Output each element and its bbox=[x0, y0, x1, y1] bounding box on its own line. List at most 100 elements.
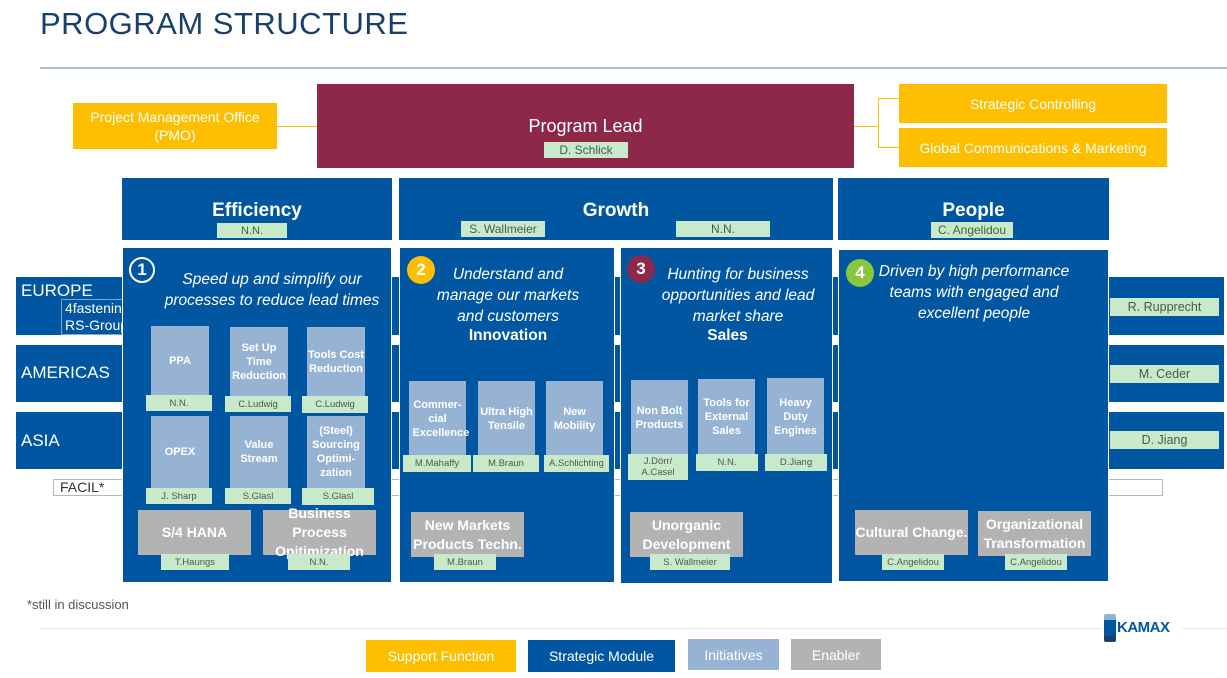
header-efficiency-owner: N.N. bbox=[217, 223, 287, 238]
module-number-badge: 4 bbox=[846, 259, 874, 287]
enabler-owner: T.Haungs bbox=[161, 554, 229, 570]
initiative-ppa: PPA bbox=[151, 326, 209, 396]
initiative-owner: M.Braun bbox=[473, 455, 539, 472]
header-people-owner: C. Angelidou bbox=[931, 222, 1013, 238]
enabler-cultural-change: Cultural Change. bbox=[855, 510, 968, 555]
connector-tick bbox=[878, 98, 900, 99]
pmo-box: Project Management Office (PMO) bbox=[73, 103, 277, 149]
region-europe-label: EUROPE bbox=[21, 281, 93, 300]
connector-tick bbox=[878, 147, 900, 148]
module-innovation: 2 Understand and manage our markets and … bbox=[399, 247, 615, 583]
title-divider bbox=[40, 67, 1227, 69]
page-title: PROGRAM STRUCTURE bbox=[40, 6, 409, 41]
enabler-owner: N.N. bbox=[288, 554, 350, 570]
enabler-unorganic-development: Unorganic Development bbox=[630, 512, 743, 557]
enabler-organizational-transformation: Organizational Transformation bbox=[978, 511, 1091, 556]
subgroup-rs-group: RS-Group bbox=[65, 317, 129, 333]
initiative-opex: OPEX bbox=[151, 416, 209, 488]
legend-label: Enabler bbox=[811, 646, 861, 663]
right-connector bbox=[854, 126, 878, 127]
header-growth-title: Growth bbox=[582, 200, 650, 221]
legend-enabler: Enabler bbox=[791, 639, 881, 670]
program-lead-box: Program Lead D. Schlick bbox=[317, 84, 854, 168]
pmo-label: Project Management Office (PMO) bbox=[90, 109, 260, 143]
right-connector-vertical bbox=[878, 98, 879, 148]
kamax-logo-icon bbox=[1104, 614, 1116, 642]
initiative-owner: C.Ludwig bbox=[302, 396, 368, 413]
strategic-controlling-label: Strategic Controlling bbox=[969, 95, 1097, 112]
enabler-label: Business Process Opitimization bbox=[275, 505, 364, 559]
initiative-heavy-duty: Heavy Duty Engines bbox=[767, 378, 824, 455]
module-mission: Hunting for business opportunities and l… bbox=[661, 266, 815, 325]
enabler-label: Organizational Transformation bbox=[983, 515, 1086, 551]
initiative-tools-external-sales: Tools for External Sales bbox=[698, 379, 755, 455]
initiative-owner: A.Schlichting bbox=[544, 455, 609, 472]
enabler-owner: C.Angelidou bbox=[1005, 554, 1067, 570]
enabler-label: S/4 HANA bbox=[161, 524, 228, 540]
initiative-commercial-excellence: Commer-cial Excellence bbox=[409, 381, 470, 456]
initiative-steel-sourcing: (Steel) Sourcing Optimi-zation bbox=[307, 416, 365, 488]
initiative-owner: N.N. bbox=[696, 454, 758, 471]
initiative-owner: M.Mahaffy bbox=[403, 455, 471, 472]
initiative-label: Ultra High Tensile bbox=[480, 405, 533, 432]
enabler-s4hana: S/4 HANA bbox=[138, 510, 251, 555]
module-number-badge: 1 bbox=[129, 257, 155, 283]
initiative-owner: D.Jiang bbox=[765, 454, 827, 471]
initiative-label: (Steel) Sourcing Optimi-zation bbox=[312, 425, 360, 479]
region-americas-label: AMERICAS bbox=[21, 363, 110, 382]
initiative-tools-cost: Tools Cost Reduction bbox=[307, 327, 365, 397]
module-mission: Speed up and simplify our processes to r… bbox=[164, 271, 380, 309]
initiative-new-mobility: New Mobility bbox=[546, 381, 603, 456]
enabler-label: New Markets Products Techn. bbox=[413, 516, 522, 552]
initiative-non-bolt: Non Bolt Products bbox=[631, 380, 688, 455]
initiative-label: Commer-cial Excellence bbox=[412, 398, 470, 439]
header-efficiency-title: Efficiency bbox=[212, 200, 302, 221]
footer-divider bbox=[40, 628, 1100, 629]
initiative-label: Set Up Time Reduction bbox=[232, 342, 286, 382]
enabler-label: Cultural Change. bbox=[855, 524, 968, 540]
footnote: *still in discussion bbox=[27, 597, 129, 612]
header-people-title: People bbox=[942, 200, 1005, 221]
module-mission: Driven by high performance teams with en… bbox=[878, 263, 1070, 322]
subgroup-4fastening: 4fastening bbox=[65, 300, 130, 316]
legend-strategic-module: Strategic Module bbox=[528, 640, 675, 672]
initiative-value-stream: Value Stream bbox=[230, 416, 288, 488]
region-asia-owner: D. Jiang bbox=[1110, 431, 1219, 449]
enabler-owner: C.Angelidou bbox=[882, 554, 944, 570]
header-people: People C. Angelidou bbox=[838, 178, 1109, 240]
initiative-label: Tools Cost Reduction bbox=[307, 349, 364, 375]
initiative-label: Non Bolt Products bbox=[635, 404, 684, 431]
enabler-owner: S. Wallmeier bbox=[650, 554, 730, 570]
header-efficiency: Efficiency N.N. bbox=[122, 178, 392, 240]
initiative-label: OPEX bbox=[164, 446, 196, 458]
initiative-label: New Mobility bbox=[553, 405, 596, 432]
pmo-connector bbox=[277, 126, 317, 127]
module-sales: 3 Hunting for business opportunities and… bbox=[620, 247, 833, 584]
initiative-label: PPA bbox=[169, 355, 191, 367]
header-growth-owner-1: S. Wallmeier bbox=[461, 221, 545, 237]
region-americas-owner: M. Ceder bbox=[1110, 365, 1219, 383]
legend-label: Initiatives bbox=[704, 646, 763, 663]
footer-divider-right bbox=[1182, 628, 1227, 629]
initiative-setup-time: Set Up Time Reduction bbox=[230, 327, 288, 397]
legend-support-function: Support Function bbox=[366, 640, 516, 672]
initiative-owner: C.Ludwig bbox=[225, 396, 291, 412]
region-asia-label: ASIA bbox=[21, 431, 60, 450]
header-growth: Growth S. Wallmeier N.N. bbox=[399, 178, 833, 240]
region-facil-label: FACIL* bbox=[60, 479, 105, 495]
enabler-new-markets: New Markets Products Techn. bbox=[411, 512, 524, 557]
initiative-owner: S.Glasl bbox=[302, 488, 374, 505]
strategic-controlling-box: Strategic Controlling bbox=[899, 84, 1167, 123]
europe-subgroups: 4fastening RS-Group bbox=[61, 299, 137, 335]
region-europe-owner: R. Rupprecht bbox=[1110, 298, 1219, 316]
initiative-owner: N.N. bbox=[146, 395, 212, 411]
initiative-label: Tools for External Sales bbox=[703, 397, 750, 437]
initiative-owner: J. Sharp bbox=[146, 488, 212, 504]
initiative-label: Value Stream bbox=[240, 439, 278, 465]
module-people: 4 Driven by high performance teams with … bbox=[838, 249, 1109, 582]
module-mission: Understand and manage our markets and cu… bbox=[436, 266, 580, 325]
module-number-badge: 2 bbox=[407, 256, 435, 284]
module-subtitle: Innovation bbox=[468, 327, 548, 344]
enabler-business-process: Business Process Opitimization bbox=[263, 505, 376, 559]
legend-initiatives: Initiatives bbox=[688, 639, 779, 670]
